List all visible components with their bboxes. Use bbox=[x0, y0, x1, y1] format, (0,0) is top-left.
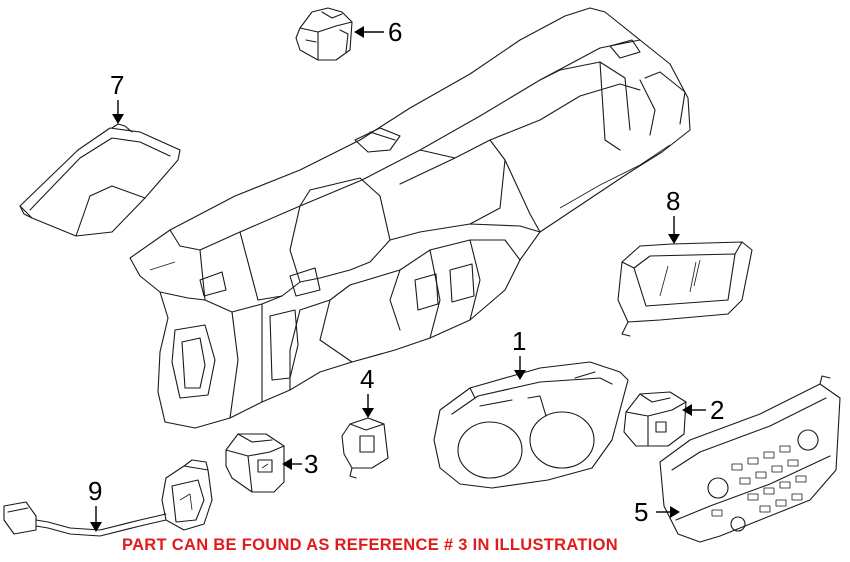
callout-6: 6 bbox=[388, 17, 402, 47]
dashboard-panel bbox=[129, 7, 691, 429]
part-7-cover-panel bbox=[19, 123, 181, 237]
callout-5: 5 bbox=[634, 497, 648, 527]
part-1-instrument-cluster bbox=[433, 361, 629, 489]
part-8-display bbox=[617, 241, 753, 337]
callout-3: 3 bbox=[304, 449, 318, 479]
reference-caption: PART CAN BE FOUND AS REFERENCE # 3 IN IL… bbox=[122, 536, 618, 554]
callout-8: 8 bbox=[666, 186, 680, 216]
part-4-bracket bbox=[341, 417, 389, 479]
callout-9: 9 bbox=[88, 476, 102, 506]
callout-1: 1 bbox=[512, 326, 526, 356]
part-3-button bbox=[225, 433, 285, 493]
callout-7: 7 bbox=[110, 70, 124, 100]
callout-4: 4 bbox=[360, 364, 374, 394]
part-6-module bbox=[295, 7, 353, 61]
part-5-control-panel bbox=[659, 375, 841, 543]
part-9-sensor-cable bbox=[3, 459, 213, 537]
callout-2: 2 bbox=[710, 395, 724, 425]
part-2-switch bbox=[623, 391, 687, 447]
callout-leaders bbox=[90, 26, 706, 532]
